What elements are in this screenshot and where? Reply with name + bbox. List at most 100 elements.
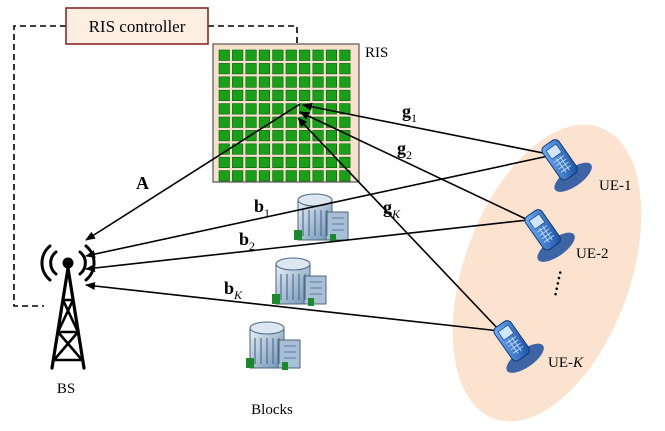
ris-element xyxy=(272,63,284,75)
ue-ellipsis: ..... xyxy=(536,266,566,298)
ue-1: UE-1 xyxy=(541,139,632,194)
ris-element xyxy=(285,49,297,61)
arrow-g2 xyxy=(299,111,529,221)
ris-element xyxy=(285,76,297,88)
ris-element xyxy=(325,156,338,168)
ris-element-grid xyxy=(218,49,351,182)
ris-element xyxy=(312,156,324,168)
ris-element xyxy=(258,76,271,88)
ris-element xyxy=(258,156,271,168)
ris-element xyxy=(232,156,244,168)
ris-element xyxy=(232,89,244,101)
base-station: BS xyxy=(40,244,96,397)
ris-element xyxy=(218,49,230,61)
ris-element xyxy=(299,76,311,88)
ris-element xyxy=(272,143,284,155)
controller-ris-link xyxy=(208,25,298,44)
ris-element xyxy=(325,89,338,101)
ris-element xyxy=(272,170,284,182)
ris-element xyxy=(299,63,311,75)
phone-icon xyxy=(493,320,544,373)
ris-element xyxy=(312,143,324,155)
ris-element xyxy=(299,130,311,142)
ris-element xyxy=(272,89,284,101)
ris-element xyxy=(232,130,244,142)
ris-element xyxy=(325,130,338,142)
ris-element xyxy=(299,49,311,61)
ris-element xyxy=(218,76,230,88)
ris-element xyxy=(299,89,311,101)
ue-2: UE-2 xyxy=(524,209,609,262)
controller-bs-link xyxy=(13,25,66,307)
ris-element xyxy=(272,49,284,61)
ris-element xyxy=(339,143,351,155)
ris-element xyxy=(339,76,351,88)
ris-element xyxy=(218,156,230,168)
ue-k: UE-K xyxy=(493,320,584,373)
ris-element xyxy=(312,170,324,182)
ris-controller-label: RIS controller xyxy=(89,17,186,36)
ris-element xyxy=(245,49,257,61)
ris-element xyxy=(218,103,230,115)
bs-tower-icon xyxy=(40,244,96,370)
label-b1: b1 xyxy=(254,196,270,220)
phone-icon xyxy=(524,209,575,262)
label-g1: g1 xyxy=(402,101,417,125)
ris-element xyxy=(285,89,297,101)
ris-element xyxy=(258,49,271,61)
ris-element xyxy=(232,63,244,75)
ris-element xyxy=(325,170,338,182)
ris-element xyxy=(312,76,324,88)
arrow-b1 xyxy=(85,154,554,259)
ris-element xyxy=(272,103,284,115)
ris-element xyxy=(258,63,271,75)
ue-region xyxy=(452,124,642,422)
ris-element xyxy=(339,89,351,101)
ris-element xyxy=(218,63,230,75)
ris-element xyxy=(285,130,297,142)
ris-element xyxy=(232,103,244,115)
ris-element xyxy=(272,156,284,168)
ris-element xyxy=(325,49,338,61)
ris-element xyxy=(272,76,284,88)
building-icon-3 xyxy=(246,321,301,370)
ris-element xyxy=(245,76,257,88)
ris-element xyxy=(325,103,338,115)
ris-element xyxy=(312,63,324,75)
ris-element xyxy=(258,170,271,182)
bs-label: BS xyxy=(57,381,75,397)
ris-element xyxy=(218,89,230,101)
ris-element xyxy=(245,143,257,155)
ris-element xyxy=(339,49,351,61)
ris-element xyxy=(325,76,338,88)
channel-arrows xyxy=(85,102,554,332)
arrow-gK xyxy=(297,117,501,332)
phone-icon xyxy=(541,139,592,192)
ris-element xyxy=(218,116,230,128)
blocks-label: Blocks xyxy=(251,402,293,418)
ris-element xyxy=(245,116,257,128)
ris-element xyxy=(258,89,271,101)
ris-element xyxy=(258,130,271,142)
ris-element xyxy=(232,116,244,128)
arrow-g1 xyxy=(302,102,554,156)
ue-k-label: UE-K xyxy=(548,355,584,371)
ris-element xyxy=(312,130,324,142)
ris-element xyxy=(245,170,257,182)
ris-element xyxy=(299,170,311,182)
ris-controller: RIS controller xyxy=(65,7,209,45)
ris-element xyxy=(272,130,284,142)
ris-element xyxy=(285,116,297,128)
ris-label: RIS xyxy=(365,45,388,61)
ris-element xyxy=(245,103,257,115)
label-bK: bK xyxy=(224,278,243,302)
arrow-A xyxy=(85,103,301,241)
ris-panel: RIS xyxy=(212,43,388,183)
label-g2: g2 xyxy=(397,138,412,162)
ue-2-label: UE-2 xyxy=(576,246,609,262)
ris-element xyxy=(245,63,257,75)
building-icon-1 xyxy=(294,193,349,242)
ris-element xyxy=(299,156,311,168)
ris-element xyxy=(232,170,244,182)
